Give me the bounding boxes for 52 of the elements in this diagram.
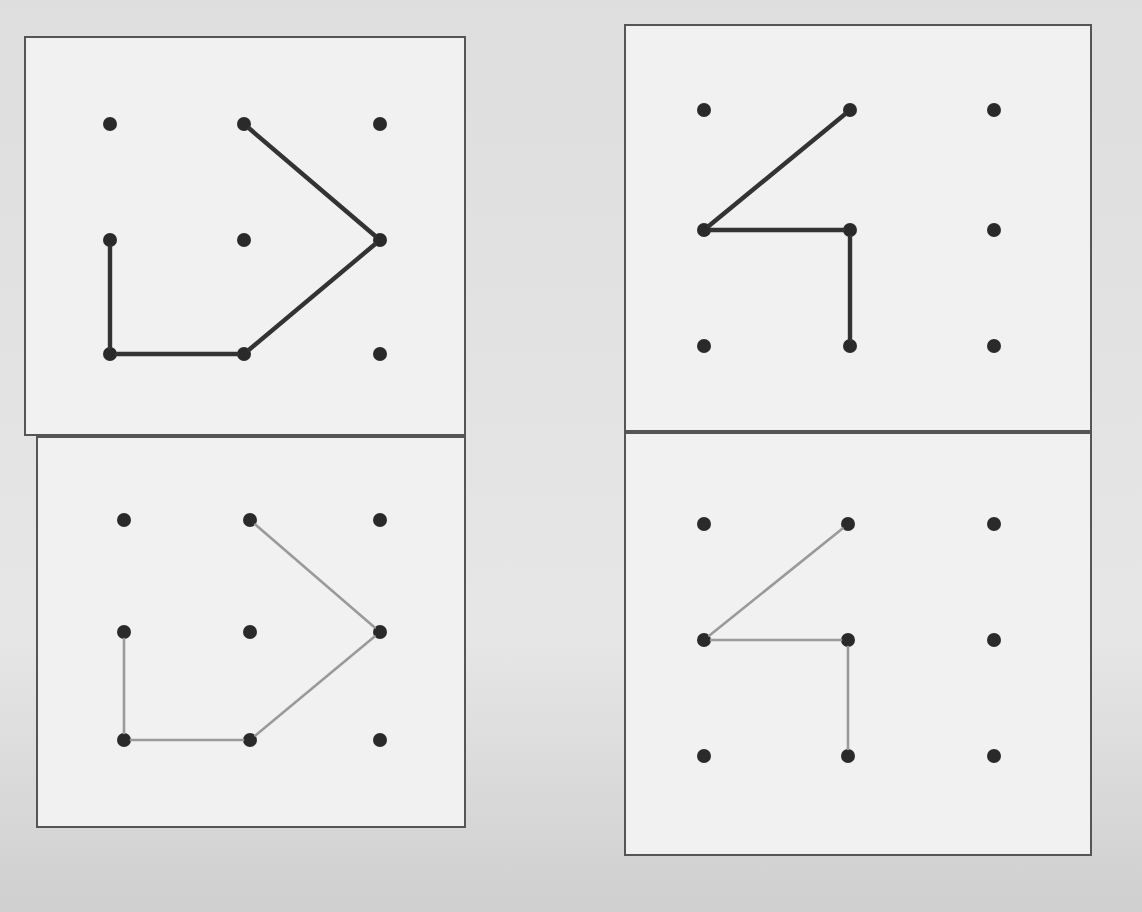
grid-dot	[116, 732, 130, 746]
connecting-line	[107, 244, 113, 350]
grid-dot	[372, 624, 386, 638]
connecting-line	[708, 527, 844, 637]
grid-dot	[842, 338, 856, 352]
grid-dot	[236, 232, 250, 246]
grid-dot	[842, 102, 856, 116]
connecting-line	[122, 637, 126, 735]
connecting-line	[129, 738, 245, 742]
connecting-line	[709, 638, 843, 642]
grid-dot	[696, 516, 710, 530]
grid-dot	[242, 732, 256, 746]
grid-dot	[986, 748, 1000, 762]
grid-dot	[236, 116, 250, 130]
connecting-line	[114, 351, 240, 357]
connecting-line	[247, 126, 377, 238]
grid-dot	[372, 346, 386, 360]
grid-dot	[102, 116, 116, 130]
connecting-line	[847, 234, 853, 342]
grid-dot	[986, 102, 1000, 116]
grid-dot	[116, 624, 130, 638]
dot-grid-panel	[24, 36, 466, 436]
grid-dot	[986, 632, 1000, 646]
connecting-line	[708, 227, 846, 233]
grid-dot	[696, 102, 710, 116]
grid-dot	[696, 338, 710, 352]
grid-dot	[372, 512, 386, 526]
grid-dot	[842, 222, 856, 236]
grid-dot	[102, 232, 116, 246]
dot-grid-panel	[624, 432, 1092, 856]
connecting-line	[254, 635, 376, 737]
connecting-line	[707, 112, 847, 228]
grid-dot	[242, 512, 256, 526]
connecting-line	[247, 242, 377, 352]
grid-dot	[696, 748, 710, 762]
grid-dot	[372, 116, 386, 130]
grid-dot	[696, 222, 710, 236]
grid-dot	[242, 624, 256, 638]
grid-dot	[102, 346, 116, 360]
grid-dot	[986, 338, 1000, 352]
connecting-line	[846, 645, 850, 751]
grid-dot	[372, 732, 386, 746]
dot-grid-panel	[36, 436, 466, 828]
grid-dot	[840, 632, 854, 646]
grid-dot	[986, 516, 1000, 530]
connecting-line	[254, 523, 376, 629]
grid-dot	[696, 632, 710, 646]
grid-dot	[986, 222, 1000, 236]
grid-dot	[840, 516, 854, 530]
grid-dot	[116, 512, 130, 526]
grid-dot	[840, 748, 854, 762]
dot-grid-panel	[624, 24, 1092, 432]
